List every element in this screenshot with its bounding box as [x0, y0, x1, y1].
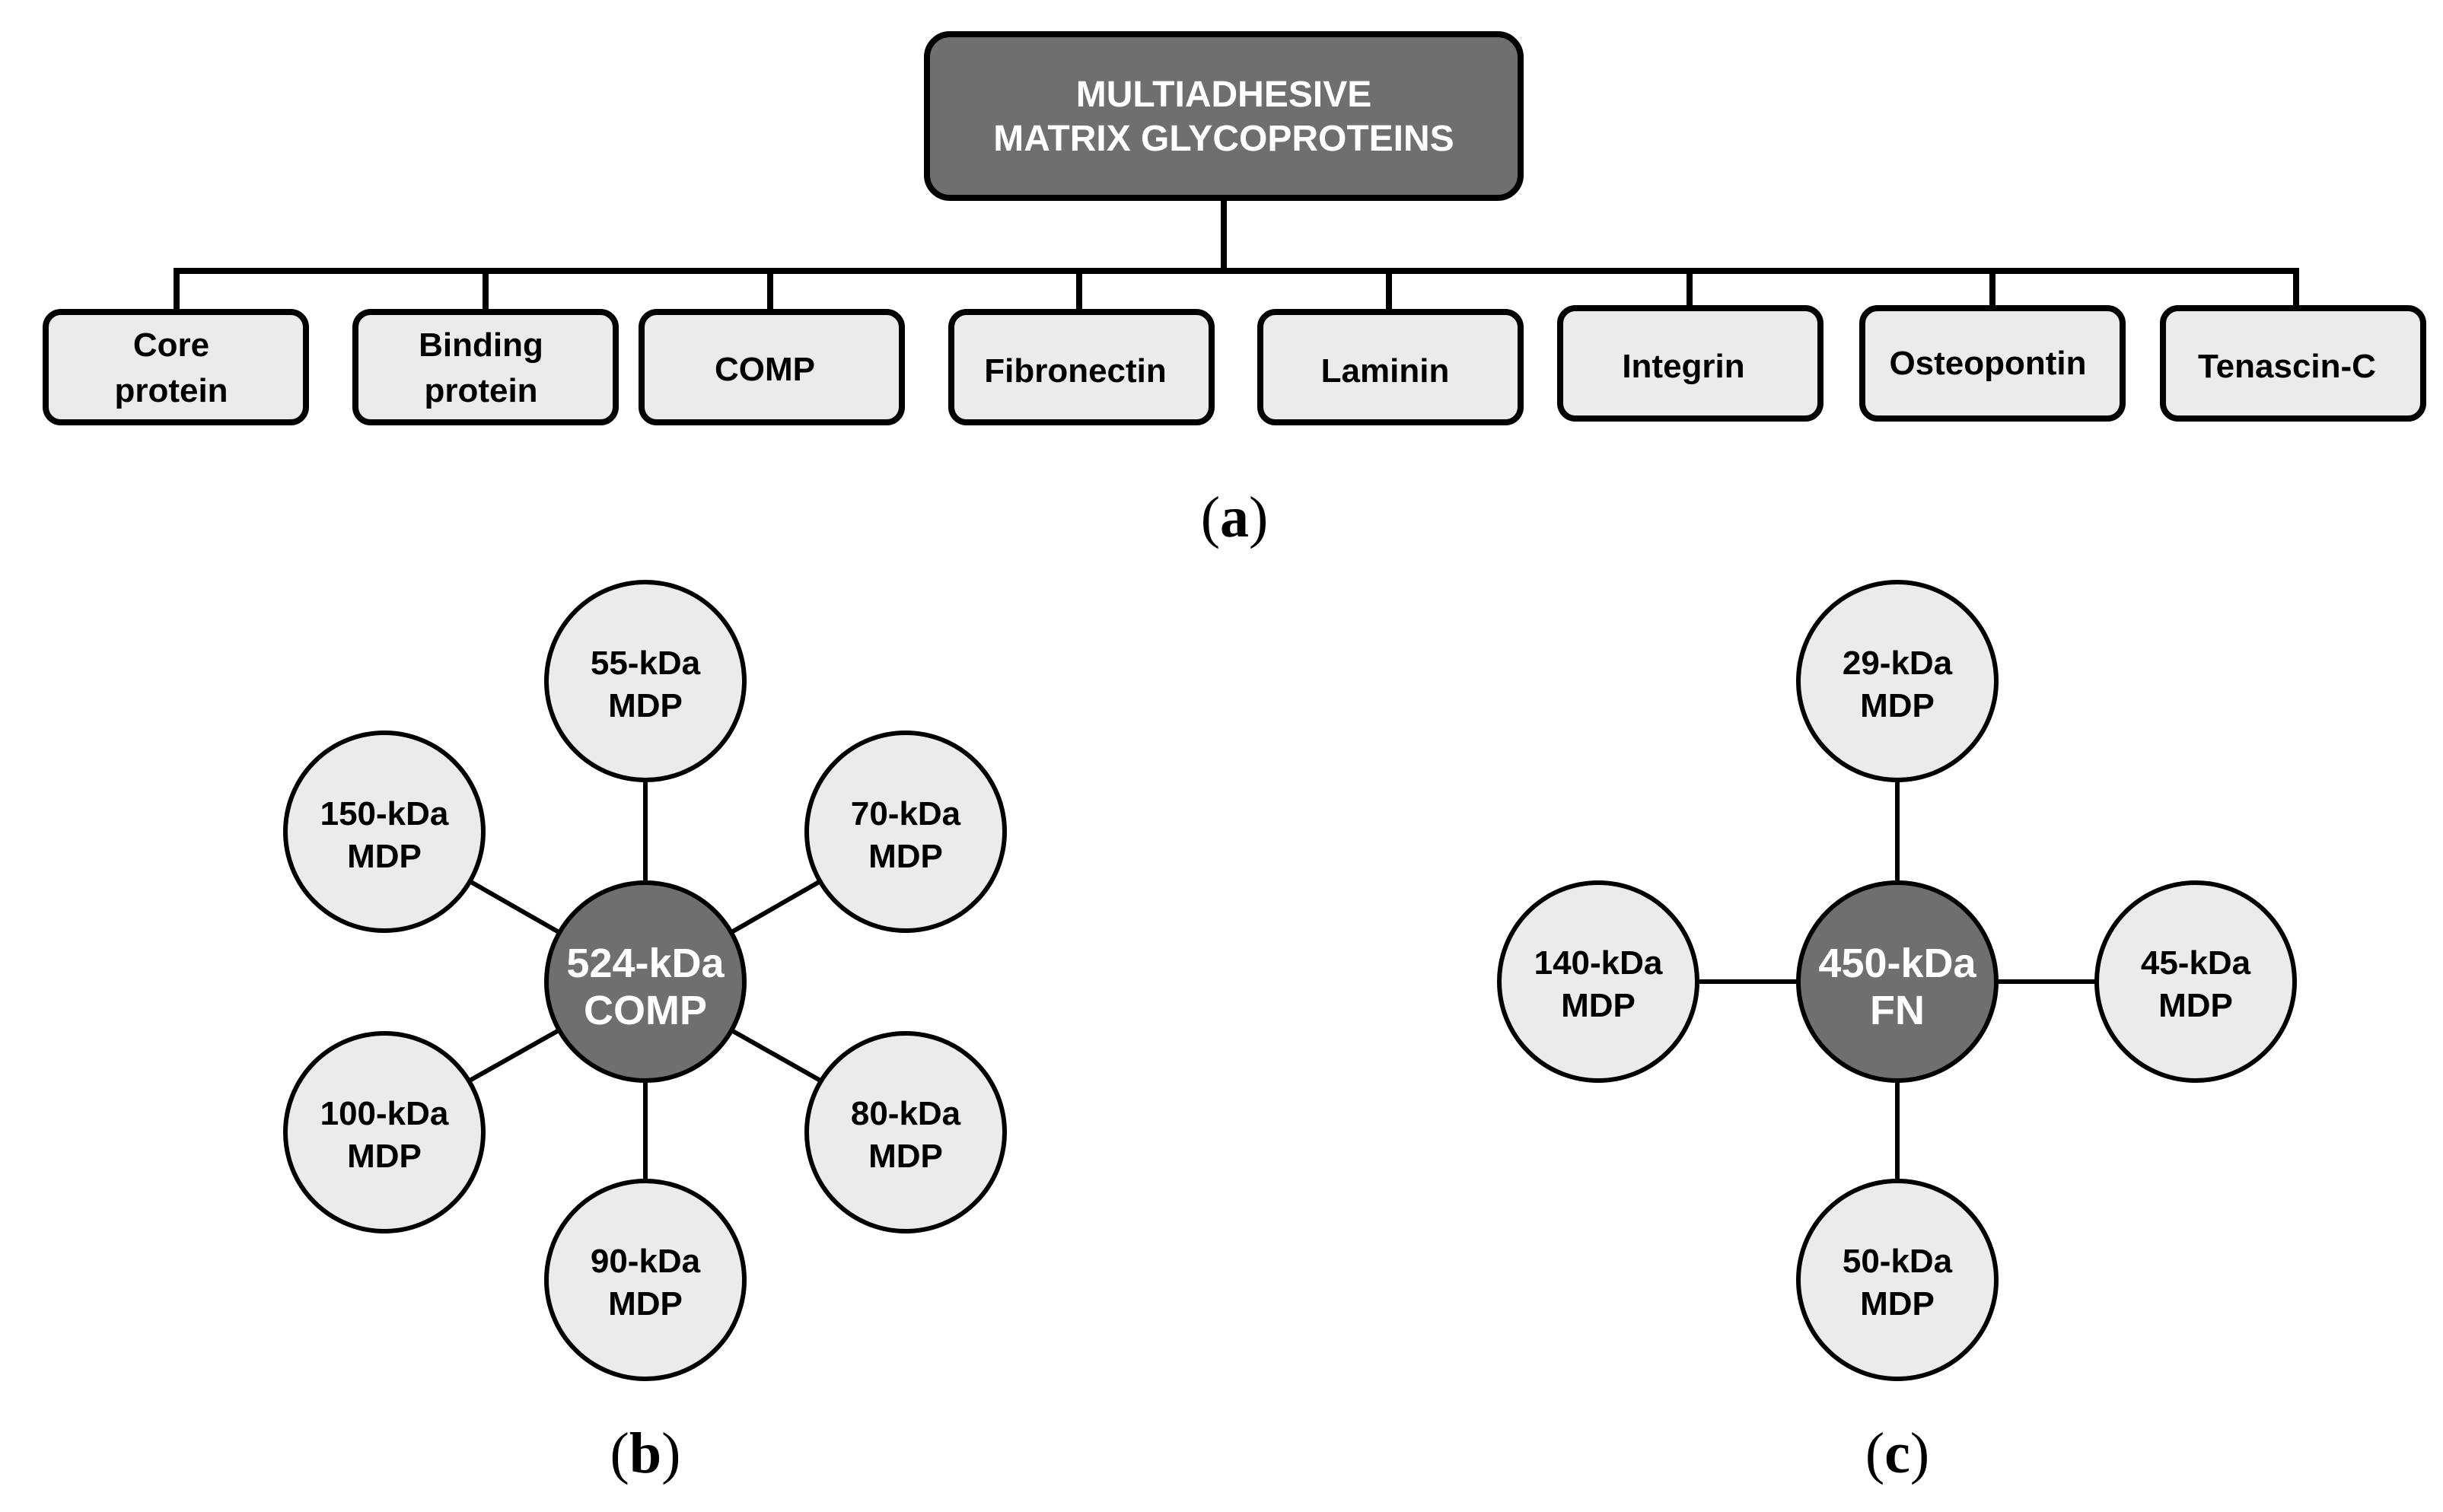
center-label-line-2: COMP — [584, 988, 707, 1033]
center-label-line-1: 524-kDa — [566, 941, 725, 986]
child-label-line-1: Core — [133, 326, 209, 364]
node-70-kda-mdp: 70-kDa MDP — [804, 731, 1007, 933]
node-90-kda-mdp: 90-kDa MDP — [544, 1179, 747, 1381]
node-label-line-1: 45-kDa — [2141, 944, 2251, 982]
center-circle — [544, 880, 747, 1083]
child-label: Tenascin-C — [2198, 348, 2376, 385]
node-label-line-1: 100-kDa — [320, 1095, 449, 1132]
panel-b: 55-kDa MDP 70-kDa MDP 80-kDa MDP 90-kDa … — [283, 580, 1007, 1485]
child-label: Integrin — [1622, 348, 1744, 385]
panel-c: 29-kDa MDP 45-kDa MDP 50-kDa MDP 140-kDa… — [1497, 580, 2297, 1485]
child-node-tenascin-c: Tenascin-C — [2160, 305, 2426, 422]
child-label: Laminin — [1321, 352, 1450, 390]
child-box — [43, 309, 309, 425]
child-label: Fibronectin — [984, 352, 1167, 390]
node-100-kda-mdp: 100-kDa MDP — [283, 1031, 486, 1233]
child-node-fibronectin: Fibronectin — [948, 309, 1215, 425]
node-label-line-2: MDP — [868, 838, 943, 875]
node-label-line-2: MDP — [347, 1138, 422, 1175]
node-label-line-2: MDP — [347, 838, 422, 875]
node-29-kda-mdp: 29-kDa MDP — [1796, 580, 1999, 782]
node-circle — [1497, 880, 1699, 1083]
child-box — [639, 309, 905, 425]
center-circle — [1796, 880, 1999, 1083]
child-node-integrin: Integrin — [1557, 305, 1823, 422]
child-label-line-2: protein — [114, 372, 228, 409]
child-box — [1257, 309, 1524, 425]
node-label-line-1: 80-kDa — [851, 1095, 961, 1132]
node-label-line-1: 90-kDa — [591, 1243, 701, 1280]
node-50-kda-mdp: 50-kDa MDP — [1796, 1179, 1999, 1381]
node-45-kda-mdp: 45-kDa MDP — [2094, 880, 2297, 1083]
child-node-binding-protein: Binding protein — [352, 309, 619, 425]
root-label-line-1: MULTIADHESIVE — [1076, 75, 1371, 115]
node-label-line-1: 70-kDa — [851, 795, 961, 832]
child-box — [1859, 305, 2126, 422]
child-label-line-2: protein — [424, 372, 537, 409]
panel-a-label: (a) — [1201, 485, 1269, 549]
node-label-line-1: 50-kDa — [1843, 1243, 1953, 1280]
node-label-line-1: 140-kDa — [1534, 944, 1663, 982]
node-circle — [2094, 880, 2297, 1083]
child-node-core-protein: Core protein — [43, 309, 309, 425]
node-55-kda-mdp: 55-kDa MDP — [544, 580, 747, 782]
child-box — [352, 309, 619, 425]
node-circle — [1796, 580, 1999, 782]
child-box — [948, 309, 1215, 425]
node-label-line-2: MDP — [608, 687, 683, 724]
node-label-line-2: MDP — [608, 1285, 683, 1323]
node-circle — [283, 1031, 486, 1233]
node-label-line-2: MDP — [868, 1138, 943, 1175]
node-label-line-2: MDP — [1860, 687, 1935, 724]
node-circle — [804, 1031, 1007, 1233]
node-150-kda-mdp: 150-kDa MDP — [283, 731, 486, 933]
center-node-450-kda-fn: 450-kDa FN — [1796, 880, 1999, 1083]
node-circle — [283, 731, 486, 933]
panel-c-label: (c) — [1865, 1421, 1929, 1485]
child-node-comp: COMP — [639, 309, 905, 425]
child-label: COMP — [715, 351, 815, 388]
root-node: MULTIADHESIVE MATRIX GLYCOPROTEINS — [924, 31, 1524, 201]
node-label-line-1: 29-kDa — [1843, 645, 1953, 682]
node-label-line-2: MDP — [2158, 987, 2233, 1024]
child-label: Osteopontin — [1889, 345, 2086, 382]
tree-connectors — [174, 199, 2299, 312]
node-label-line-1: 55-kDa — [591, 645, 701, 682]
node-circle — [544, 1179, 747, 1381]
center-node-524-kda-comp: 524-kDa COMP — [544, 880, 747, 1083]
node-circle — [804, 731, 1007, 933]
node-label-line-1: 150-kDa — [320, 795, 449, 832]
root-box — [924, 31, 1524, 201]
node-label-line-2: MDP — [1860, 1285, 1935, 1323]
root-label-line-2: MATRIX GLYCOPROTEINS — [993, 119, 1454, 159]
center-label-line-1: 450-kDa — [1818, 941, 1976, 986]
center-label-line-2: FN — [1870, 988, 1925, 1033]
child-box — [1557, 305, 1823, 422]
panel-b-label: (b) — [610, 1421, 681, 1485]
node-label-line-2: MDP — [1561, 987, 1636, 1024]
node-circle — [544, 580, 747, 782]
node-circle — [1796, 1179, 1999, 1381]
panel-a: MULTIADHESIVE MATRIX GLYCOPROTEINS Core … — [43, 31, 2426, 549]
node-80-kda-mdp: 80-kDa MDP — [804, 1031, 1007, 1233]
node-140-kda-mdp: 140-kDa MDP — [1497, 880, 1699, 1083]
child-node-osteopontin: Osteopontin — [1859, 305, 2126, 422]
child-node-laminin: Laminin — [1257, 309, 1524, 425]
child-label-line-1: Binding — [419, 326, 543, 364]
child-box — [2160, 305, 2426, 422]
